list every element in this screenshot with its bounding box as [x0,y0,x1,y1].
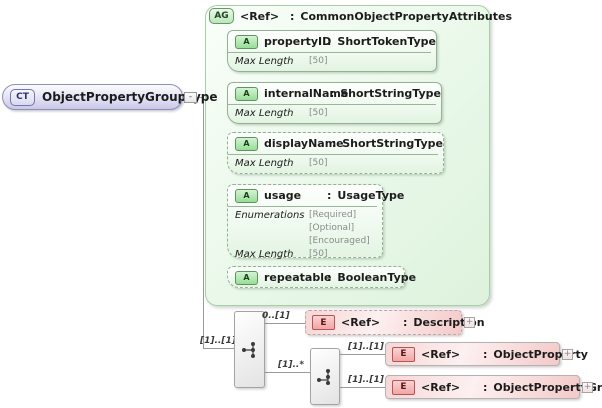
facet-value: [Required] [309,210,357,220]
attribute-type: ShortStringType [340,87,441,100]
facet-row: Max Length [50] [235,157,438,170]
facet-row: Max Length [50] [235,248,377,261]
element-badge: E [392,346,415,362]
facet-section: Max Length [50] [228,104,436,122]
expand-button[interactable]: + [582,382,593,393]
element-type: ObjectProperty [493,347,588,361]
element-type: ObjectPropertyGroup [493,380,602,394]
separator: : [327,35,332,48]
facet-section: Max Length [50] [228,154,438,172]
separator: : [483,347,488,361]
attribute-type: ShortTokenType [337,35,437,48]
minus-icon: - [188,92,193,102]
attribute-badge: A [235,270,258,285]
attribute-box-repeatable[interactable]: A repeatable : BooleanType [227,266,416,288]
connector-line [196,97,204,98]
facet-label: Enumerations [235,210,305,221]
facet-section: Max Length [50] [228,52,431,70]
element-ref: <Ref> [421,380,461,394]
attribute-header: A displayName : ShortStringType [228,133,443,154]
attribute-header: A usage : UsageType [228,185,404,206]
expand-button[interactable]: + [464,317,475,328]
connector-line [265,323,305,324]
connector-line [265,372,310,373]
attribute-type: UsageType [337,189,405,202]
facet-value: [50] [309,249,328,259]
element-box-objectproperty[interactable]: E <Ref> : ObjectProperty [385,342,588,366]
separator: : [327,271,332,284]
element-badge: E [392,379,415,395]
attribute-group-header: AG <Ref> : CommonObjectPropertyAttribute… [209,8,512,24]
attribute-header: A propertyID : ShortTokenType [228,31,436,52]
attribute-box-propertyid[interactable]: A propertyID : ShortTokenType Max Length… [227,30,437,72]
cardinality-label: [1]..* [278,360,305,370]
complex-type-name: ObjectPropertyGroupType [42,90,218,104]
attribute-box-internalname[interactable]: A internalName : ShortStringType Max Len… [227,82,442,124]
separator: : [327,189,332,202]
facet-label: Max Length [235,158,294,169]
attribute-badge: A [235,136,258,151]
attribute-name: usage [264,189,302,202]
facet-value: [Optional] [309,223,355,233]
attribute-box-displayname[interactable]: A displayName : ShortStringType Max Leng… [227,132,444,174]
facet-label: Max Length [235,108,294,119]
facet-row: Max Length [50] [235,55,431,68]
facet-value: [50] [309,158,328,168]
sequence-connector[interactable] [234,311,265,388]
connector-line [203,97,204,348]
attribute-name: displayName [264,137,344,150]
attribute-group-badge: AG [209,8,234,24]
attribute-name: propertyID [264,35,332,48]
facet-section: Enumerations [Required] [Optional] [Enco… [228,206,377,263]
separator: : [331,137,337,150]
facet-value: [Encouraged] [309,236,370,246]
collapse-button[interactable]: - [184,92,197,103]
element-badge: E [312,315,335,330]
attribute-type: ShortStringType [342,137,443,150]
separator: : [290,9,295,23]
attribute-type: BooleanType [337,271,417,284]
element-box-description[interactable]: E <Ref> : Description [305,310,485,335]
plus-icon: + [563,349,572,359]
separator: : [403,316,408,329]
element-ref: <Ref> [341,316,381,329]
choice-connector[interactable] [310,348,340,405]
connector-line [203,348,234,349]
cardinality-label: [1]..[1] [348,342,384,352]
element-ref: <Ref> [421,347,461,361]
sequence-icon [241,341,255,358]
cardinality-label: 0..[1] [262,311,290,321]
connector-line [340,354,385,355]
element-box-objectpropertygroup[interactable]: E <Ref> : ObjectPropertyGroup [385,375,602,399]
attribute-badge: A [235,86,258,101]
attribute-name: internalName [264,87,349,100]
attribute-header: A internalName : ShortStringType [228,83,441,104]
cardinality-label: [1]..[1] [200,336,236,346]
attribute-name: repeatable [264,271,332,284]
facet-row: Enumerations [Required] [Optional] [Enco… [235,209,377,248]
cardinality-label: [1]..[1] [348,375,384,385]
attribute-badge: A [235,188,258,203]
attribute-group-type: CommonObjectPropertyAttributes [300,9,513,23]
expand-button[interactable]: + [562,349,573,360]
facet-value: [50] [309,56,328,66]
plus-icon: + [583,382,592,392]
facet-value: [50] [309,108,328,118]
attribute-group-ref: <Ref> [240,9,280,23]
facet-label: Max Length [235,56,294,67]
attribute-box-usage[interactable]: A usage : UsageType Enumerations [Requir… [227,184,404,260]
connector-line [340,387,385,388]
facet-row: Max Length [50] [235,107,436,120]
facet-label: Max Length [235,249,294,260]
choice-icon [317,368,330,385]
separator: : [329,87,335,100]
separator: : [483,380,488,394]
plus-icon: + [465,317,474,327]
complex-type-badge: CT [10,88,35,106]
attribute-badge: A [235,34,258,49]
complex-type-box[interactable]: CT ObjectPropertyGroupType [2,84,218,110]
attribute-header: A repeatable : BooleanType [228,267,416,288]
